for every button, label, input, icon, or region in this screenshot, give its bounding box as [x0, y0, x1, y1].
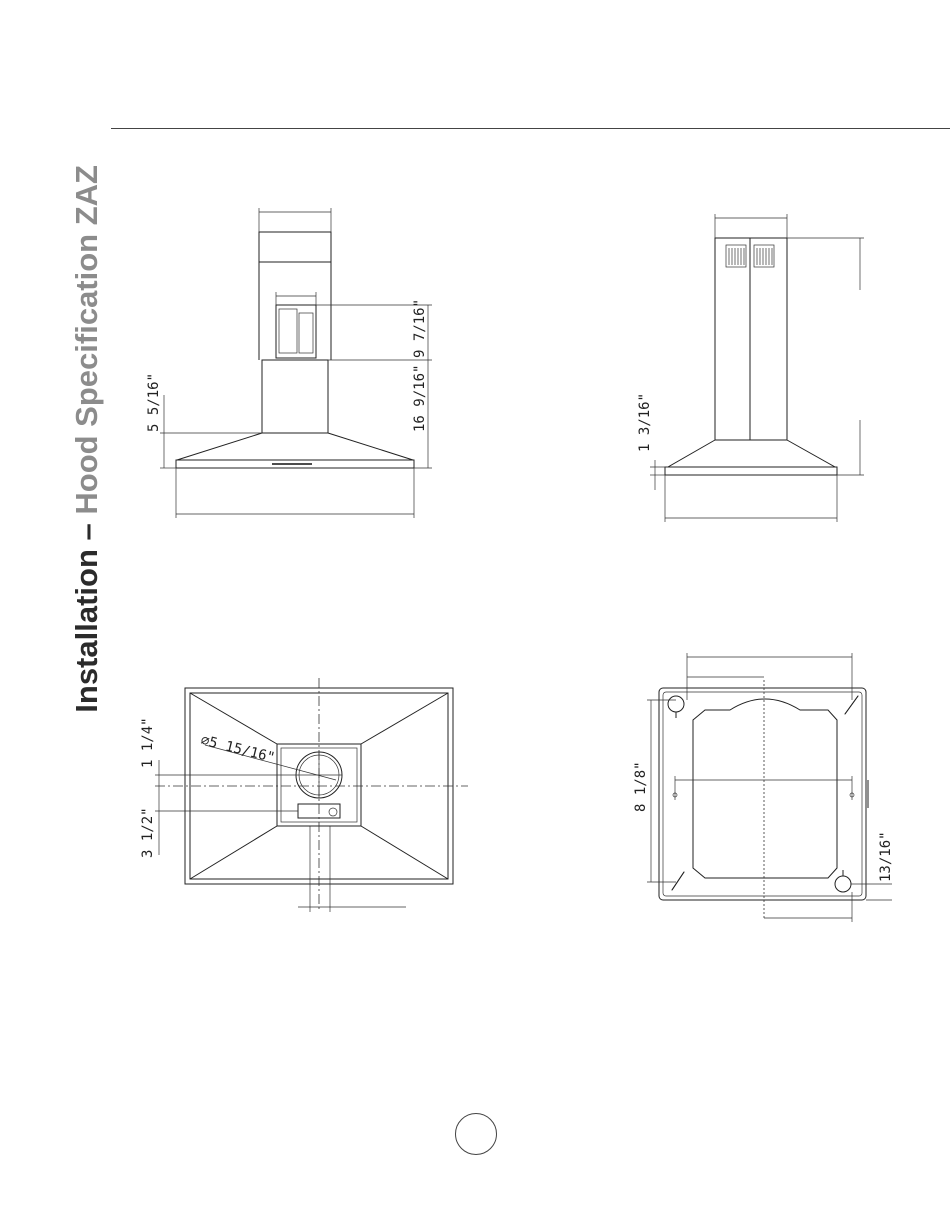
dim-side-edge: 1 3/16" [637, 393, 653, 452]
dim-lower-height: 16 9/16" [412, 365, 428, 432]
dim-plate-height: 8 1/8" [633, 761, 649, 812]
dim-hood-edge: 5 5/16" [146, 373, 162, 432]
mount-plate-drawing [647, 653, 892, 922]
dim-plate-corner: 13/16" [878, 831, 894, 882]
front-view-drawing [160, 208, 432, 518]
dim-upper-height: 9 7/16" [412, 299, 428, 358]
bottom-view-drawing [155, 678, 468, 912]
page-number-circle [455, 1113, 497, 1155]
dim-bottom-offset: 3 1/2" [140, 807, 156, 858]
dim-top-offset: 1 1/4" [140, 717, 156, 768]
side-view-drawing [650, 214, 864, 522]
